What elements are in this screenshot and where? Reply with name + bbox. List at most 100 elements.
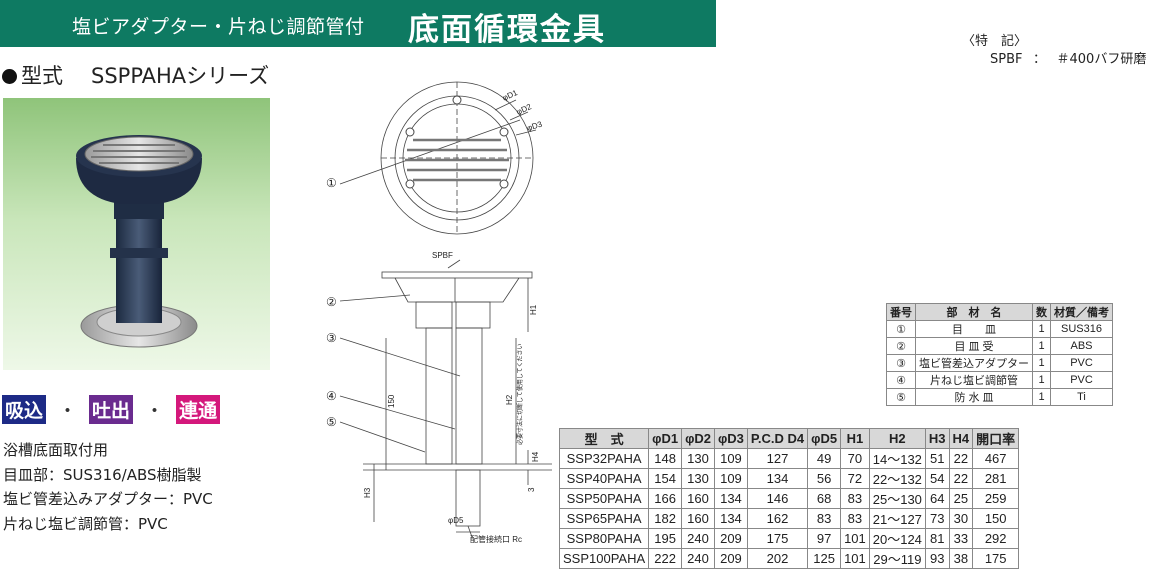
- table-cell: ⑤: [886, 388, 916, 406]
- table-cell: 38: [948, 548, 974, 569]
- table-cell: 101: [840, 548, 870, 569]
- table-cell: 101: [840, 528, 870, 549]
- table-cell: 130: [681, 448, 715, 469]
- table-cell: 175: [746, 528, 809, 549]
- table-cell: 1: [1032, 320, 1051, 338]
- column-header: P.C.D D4: [746, 428, 809, 449]
- table-cell: ②: [886, 337, 916, 355]
- label-h3: H3: [363, 487, 372, 498]
- table-cell: 83: [840, 488, 870, 509]
- table-cell: 292: [972, 528, 1020, 549]
- table-cell: ABS: [1050, 337, 1113, 355]
- marker-5: ⑤: [326, 415, 337, 429]
- table-cell: 127: [746, 448, 809, 469]
- label-note: 必要寸法に切断して使用してください: [516, 344, 524, 445]
- marker-2: ②: [326, 295, 337, 309]
- table-cell: 73: [924, 508, 950, 529]
- table-cell: 146: [746, 488, 809, 509]
- series-label: 型式: [21, 64, 63, 88]
- table-cell: 防 水 皿: [915, 388, 1033, 406]
- column-header: φD1: [648, 428, 683, 449]
- table-cell: 134: [713, 508, 748, 529]
- table-cell: 塩ビ管差込アダプター: [915, 354, 1033, 372]
- technical-drawing: ① ② ③ ④ ⑤ φD1 φD2 φD3 SPBF H1 H2 必要寸法に切断…: [326, 81, 552, 544]
- marker-4: ④: [326, 389, 337, 403]
- table-cell: SSP100PAHA: [558, 548, 650, 569]
- spec-line: 片ねじ塩ビ調節管：PVC: [3, 514, 168, 533]
- marker-3: ③: [326, 331, 337, 345]
- table-cell: PVC: [1050, 354, 1113, 372]
- table-cell: 1: [1032, 354, 1051, 372]
- label-3: 3: [527, 487, 536, 492]
- spec-list: 浴槽底面取付用 目皿部：SUS316/ABS樹脂製 塩ビ管差込みアダプター：PV…: [3, 438, 213, 536]
- table-cell: 70: [840, 448, 870, 469]
- table-cell: 14～132: [868, 448, 926, 469]
- table-cell: 97: [807, 528, 842, 549]
- product-photo: [3, 98, 270, 370]
- column-header: 数: [1032, 303, 1051, 321]
- table-cell: 166: [648, 488, 683, 509]
- column-header: 番号: [886, 303, 916, 321]
- features-line: SPBF：＃400バフ研磨: [990, 48, 1146, 67]
- column-header: H1: [840, 428, 870, 449]
- table-cell: 72: [840, 468, 870, 489]
- column-header: φD3: [713, 428, 748, 449]
- column-header: 型 式: [558, 428, 650, 449]
- table-cell: ③: [886, 354, 916, 372]
- table-cell: 175: [972, 548, 1020, 569]
- table-cell: 25: [948, 488, 974, 509]
- product-illustration: [76, 135, 202, 348]
- column-header: φD2: [681, 428, 715, 449]
- table-cell: 1: [1032, 388, 1051, 406]
- table-cell: 21～127: [868, 508, 926, 529]
- table-cell: 29～119: [868, 548, 926, 569]
- table-cell: 195: [648, 528, 683, 549]
- table-cell: SSP80PAHA: [558, 528, 650, 549]
- label-d5: φD5: [448, 516, 464, 525]
- table-cell: 目 皿: [915, 320, 1033, 338]
- table-cell: 160: [681, 508, 715, 529]
- spec-line: 塩ビ管差込みアダプター：PVC: [3, 490, 213, 508]
- table-cell: 54: [924, 468, 950, 489]
- column-header: 材質／備考: [1050, 303, 1113, 321]
- label-d2: φD2: [515, 102, 533, 117]
- table-cell: 片ねじ塩ビ調節管: [915, 371, 1033, 389]
- table-cell: 83: [840, 508, 870, 529]
- table-cell: 20～124: [868, 528, 926, 549]
- table-cell: Ti: [1050, 388, 1113, 406]
- table-cell: SUS316: [1050, 320, 1113, 338]
- table-cell: 240: [681, 548, 715, 569]
- table-cell: 109: [713, 448, 748, 469]
- table-cell: 1: [1032, 337, 1051, 355]
- table-cell: 259: [972, 488, 1020, 509]
- table-cell: SSP65PAHA: [558, 508, 650, 529]
- label-h4: H4: [531, 451, 540, 462]
- table-cell: 56: [807, 468, 842, 489]
- series-name: SSPPAHAシリーズ: [91, 64, 270, 88]
- table-cell: 160: [681, 488, 715, 509]
- tag-discharge: 吐出: [89, 395, 134, 424]
- spec-line: 浴槽底面取付用: [3, 441, 109, 459]
- label-d1: φD1: [501, 88, 519, 103]
- column-header: H3: [924, 428, 950, 449]
- table-cell: 22～132: [868, 468, 926, 489]
- table-cell: 150: [972, 508, 1020, 529]
- table-cell: 22: [948, 448, 974, 469]
- table-cell: ④: [886, 371, 916, 389]
- table-cell: 222: [648, 548, 683, 569]
- table-cell: 68: [807, 488, 842, 509]
- table-cell: 162: [746, 508, 809, 529]
- column-header: H4: [948, 428, 974, 449]
- label-spbf: SPBF: [432, 251, 453, 260]
- table-cell: 182: [648, 508, 683, 529]
- table-cell: 1: [1032, 371, 1051, 389]
